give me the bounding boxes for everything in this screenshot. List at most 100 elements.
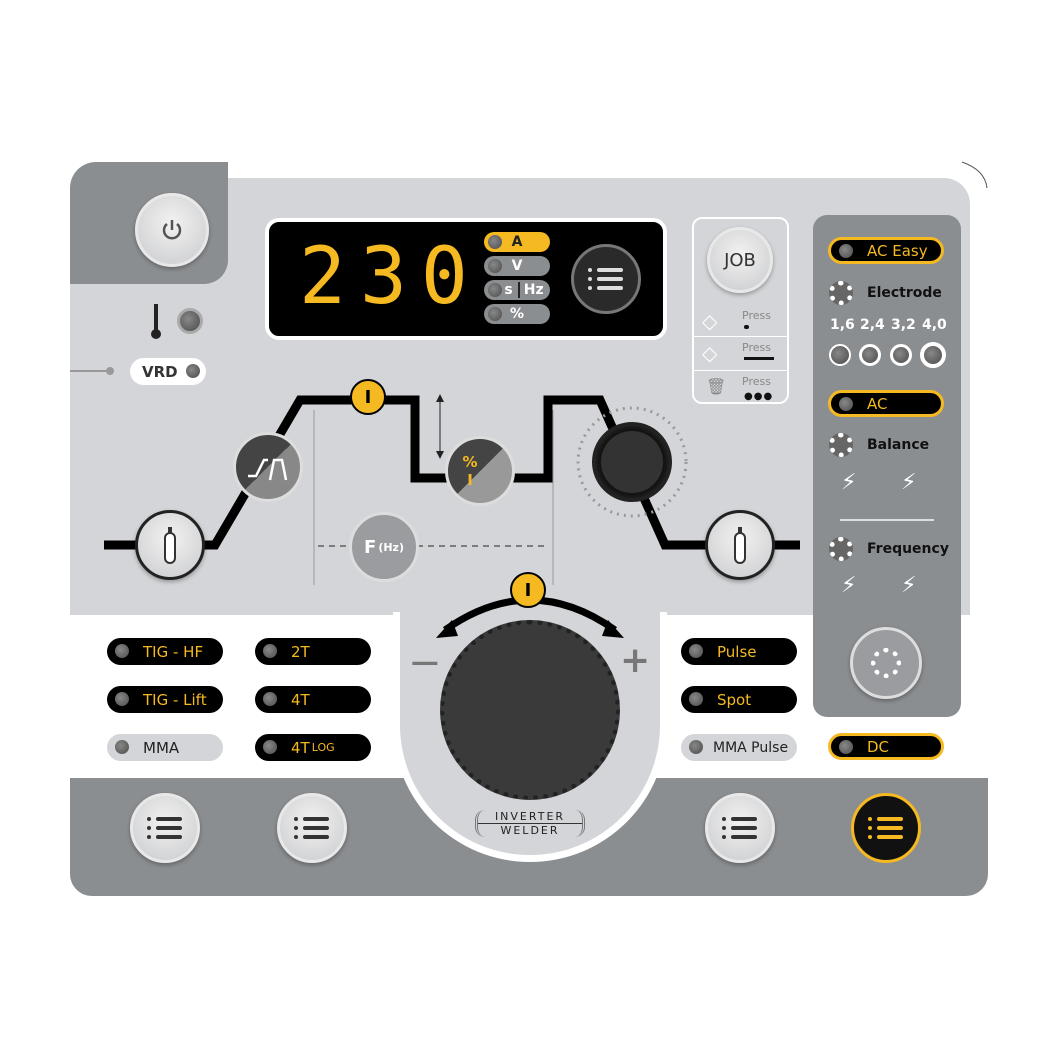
mode-sublabel: LOG bbox=[311, 741, 335, 754]
unit-led bbox=[488, 259, 502, 273]
display-menu-button[interactable] bbox=[571, 244, 641, 314]
slope-button[interactable] bbox=[233, 432, 303, 502]
unit-label-hz: Hz bbox=[517, 282, 544, 298]
mode-label: 2T bbox=[291, 642, 310, 661]
mode-label: MMA Pulse bbox=[713, 739, 789, 756]
minus-label: − bbox=[408, 640, 442, 686]
mode-ac-easy[interactable]: AC Easy bbox=[828, 237, 944, 264]
mode-led bbox=[689, 692, 703, 706]
mode-ac[interactable]: AC bbox=[828, 390, 944, 417]
mode-led bbox=[115, 644, 129, 658]
power-button[interactable] bbox=[135, 193, 209, 267]
mode-label: DC bbox=[867, 737, 890, 756]
mode-label: 4T bbox=[291, 690, 310, 709]
knob-dot-ring bbox=[576, 406, 688, 518]
electrode-led[interactable] bbox=[829, 344, 851, 366]
balance-label: Balance bbox=[867, 437, 930, 453]
mode-label: Pulse bbox=[717, 642, 757, 661]
mode-led bbox=[115, 692, 129, 706]
mode-tig-lift[interactable]: TIG - Lift bbox=[107, 686, 223, 713]
overheat-led bbox=[177, 308, 203, 334]
electrode-size: 1,6 bbox=[830, 317, 855, 333]
job-button[interactable]: JOB bbox=[707, 227, 773, 293]
mode-led bbox=[689, 644, 703, 658]
process-menu-button[interactable] bbox=[130, 793, 200, 863]
vrd-connector-line bbox=[70, 367, 114, 375]
trigger-menu-button[interactable] bbox=[277, 793, 347, 863]
electrode-label: Electrode bbox=[867, 285, 942, 301]
unit-label: V bbox=[511, 258, 523, 274]
plus-label: + bbox=[620, 640, 651, 681]
slope-icon bbox=[248, 458, 288, 481]
frequency-label: Frequency bbox=[867, 541, 949, 557]
mode-label: MMA bbox=[143, 738, 180, 757]
mode-tig-hf[interactable]: TIG - HF bbox=[107, 638, 223, 665]
unit-label: A bbox=[511, 234, 523, 250]
mode-label: AC Easy bbox=[867, 241, 928, 260]
press-triple-label: Press bbox=[742, 375, 771, 388]
press-long-label: Press bbox=[742, 341, 771, 354]
save-icon: ◇ bbox=[702, 341, 718, 365]
unit-amps[interactable]: A bbox=[484, 232, 550, 252]
vrd-label: VRD bbox=[142, 362, 178, 381]
menu-icon bbox=[588, 268, 623, 290]
mode-dc[interactable]: DC bbox=[828, 733, 944, 760]
gear-icon bbox=[829, 433, 853, 457]
pulse-menu-button[interactable] bbox=[705, 793, 775, 863]
ac-dc-menu-button[interactable] bbox=[851, 793, 921, 863]
main-current-knob[interactable] bbox=[440, 620, 620, 800]
job-load-row: ◇Press bbox=[694, 307, 787, 337]
short-press-mark bbox=[744, 325, 749, 329]
current-badge: I bbox=[350, 379, 386, 415]
electrode-size: 3,2 bbox=[891, 317, 916, 333]
frequency-unit: (Hz) bbox=[378, 540, 404, 554]
trigger-4t[interactable]: 4T bbox=[255, 686, 371, 713]
electrode-size: 2,4 bbox=[860, 317, 885, 333]
mode-spot[interactable]: Spot bbox=[681, 686, 797, 713]
electrode-led[interactable] bbox=[890, 344, 912, 366]
frequency-button[interactable]: F(Hz) bbox=[349, 512, 419, 582]
unit-led bbox=[488, 283, 502, 297]
unit-volts[interactable]: V bbox=[484, 256, 550, 276]
post-gas-button[interactable] bbox=[705, 510, 775, 580]
unit-percent[interactable]: % bbox=[484, 304, 550, 324]
torch-penetration-icon: ⚡ bbox=[841, 470, 857, 495]
mode-led bbox=[839, 397, 853, 411]
ac-settings-button[interactable] bbox=[850, 627, 922, 699]
pulse-settings-button[interactable]: %I bbox=[445, 436, 515, 506]
mode-mma[interactable]: MMA bbox=[107, 734, 223, 761]
frequency-label: F bbox=[364, 536, 377, 558]
gear-icon bbox=[871, 648, 901, 678]
menu-icon bbox=[147, 817, 182, 839]
menu-icon bbox=[722, 817, 757, 839]
torch-narrow-icon: ⚡ bbox=[901, 573, 917, 598]
torch-wide-icon: ⚡ bbox=[841, 573, 857, 598]
mode-label: Spot bbox=[717, 690, 752, 709]
logo-line1: INVERTER bbox=[478, 810, 582, 824]
load-icon: ◇ bbox=[702, 309, 718, 333]
electrode-size: 4,0 bbox=[922, 317, 947, 333]
display-value: 230 bbox=[299, 232, 482, 322]
unit-led bbox=[488, 235, 502, 249]
electrode-led[interactable] bbox=[920, 342, 946, 368]
mode-led bbox=[689, 740, 703, 754]
percent-label: % bbox=[462, 453, 478, 471]
mode-mma-pulse[interactable]: MMA Pulse bbox=[681, 734, 797, 761]
mode-led bbox=[839, 740, 853, 754]
unit-led bbox=[488, 307, 502, 321]
parameter-knob[interactable] bbox=[592, 422, 672, 502]
job-delete-row: 🗑Press●●● bbox=[694, 371, 787, 403]
gas-bottle-icon bbox=[734, 527, 746, 564]
electrode-led[interactable] bbox=[859, 344, 881, 366]
pre-gas-button[interactable] bbox=[135, 510, 205, 580]
trigger-2t[interactable]: 2T bbox=[255, 638, 371, 665]
ac-settings-panel: AC Easy Electrode 1,6 2,4 3,2 4,0 AC Bal… bbox=[813, 215, 961, 717]
mode-led bbox=[263, 740, 277, 754]
mode-led bbox=[115, 740, 129, 754]
torch-cleaning-icon: ⚡ bbox=[901, 470, 917, 495]
mode-pulse[interactable]: Pulse bbox=[681, 638, 797, 665]
triple-press-mark: ●●● bbox=[744, 391, 774, 402]
